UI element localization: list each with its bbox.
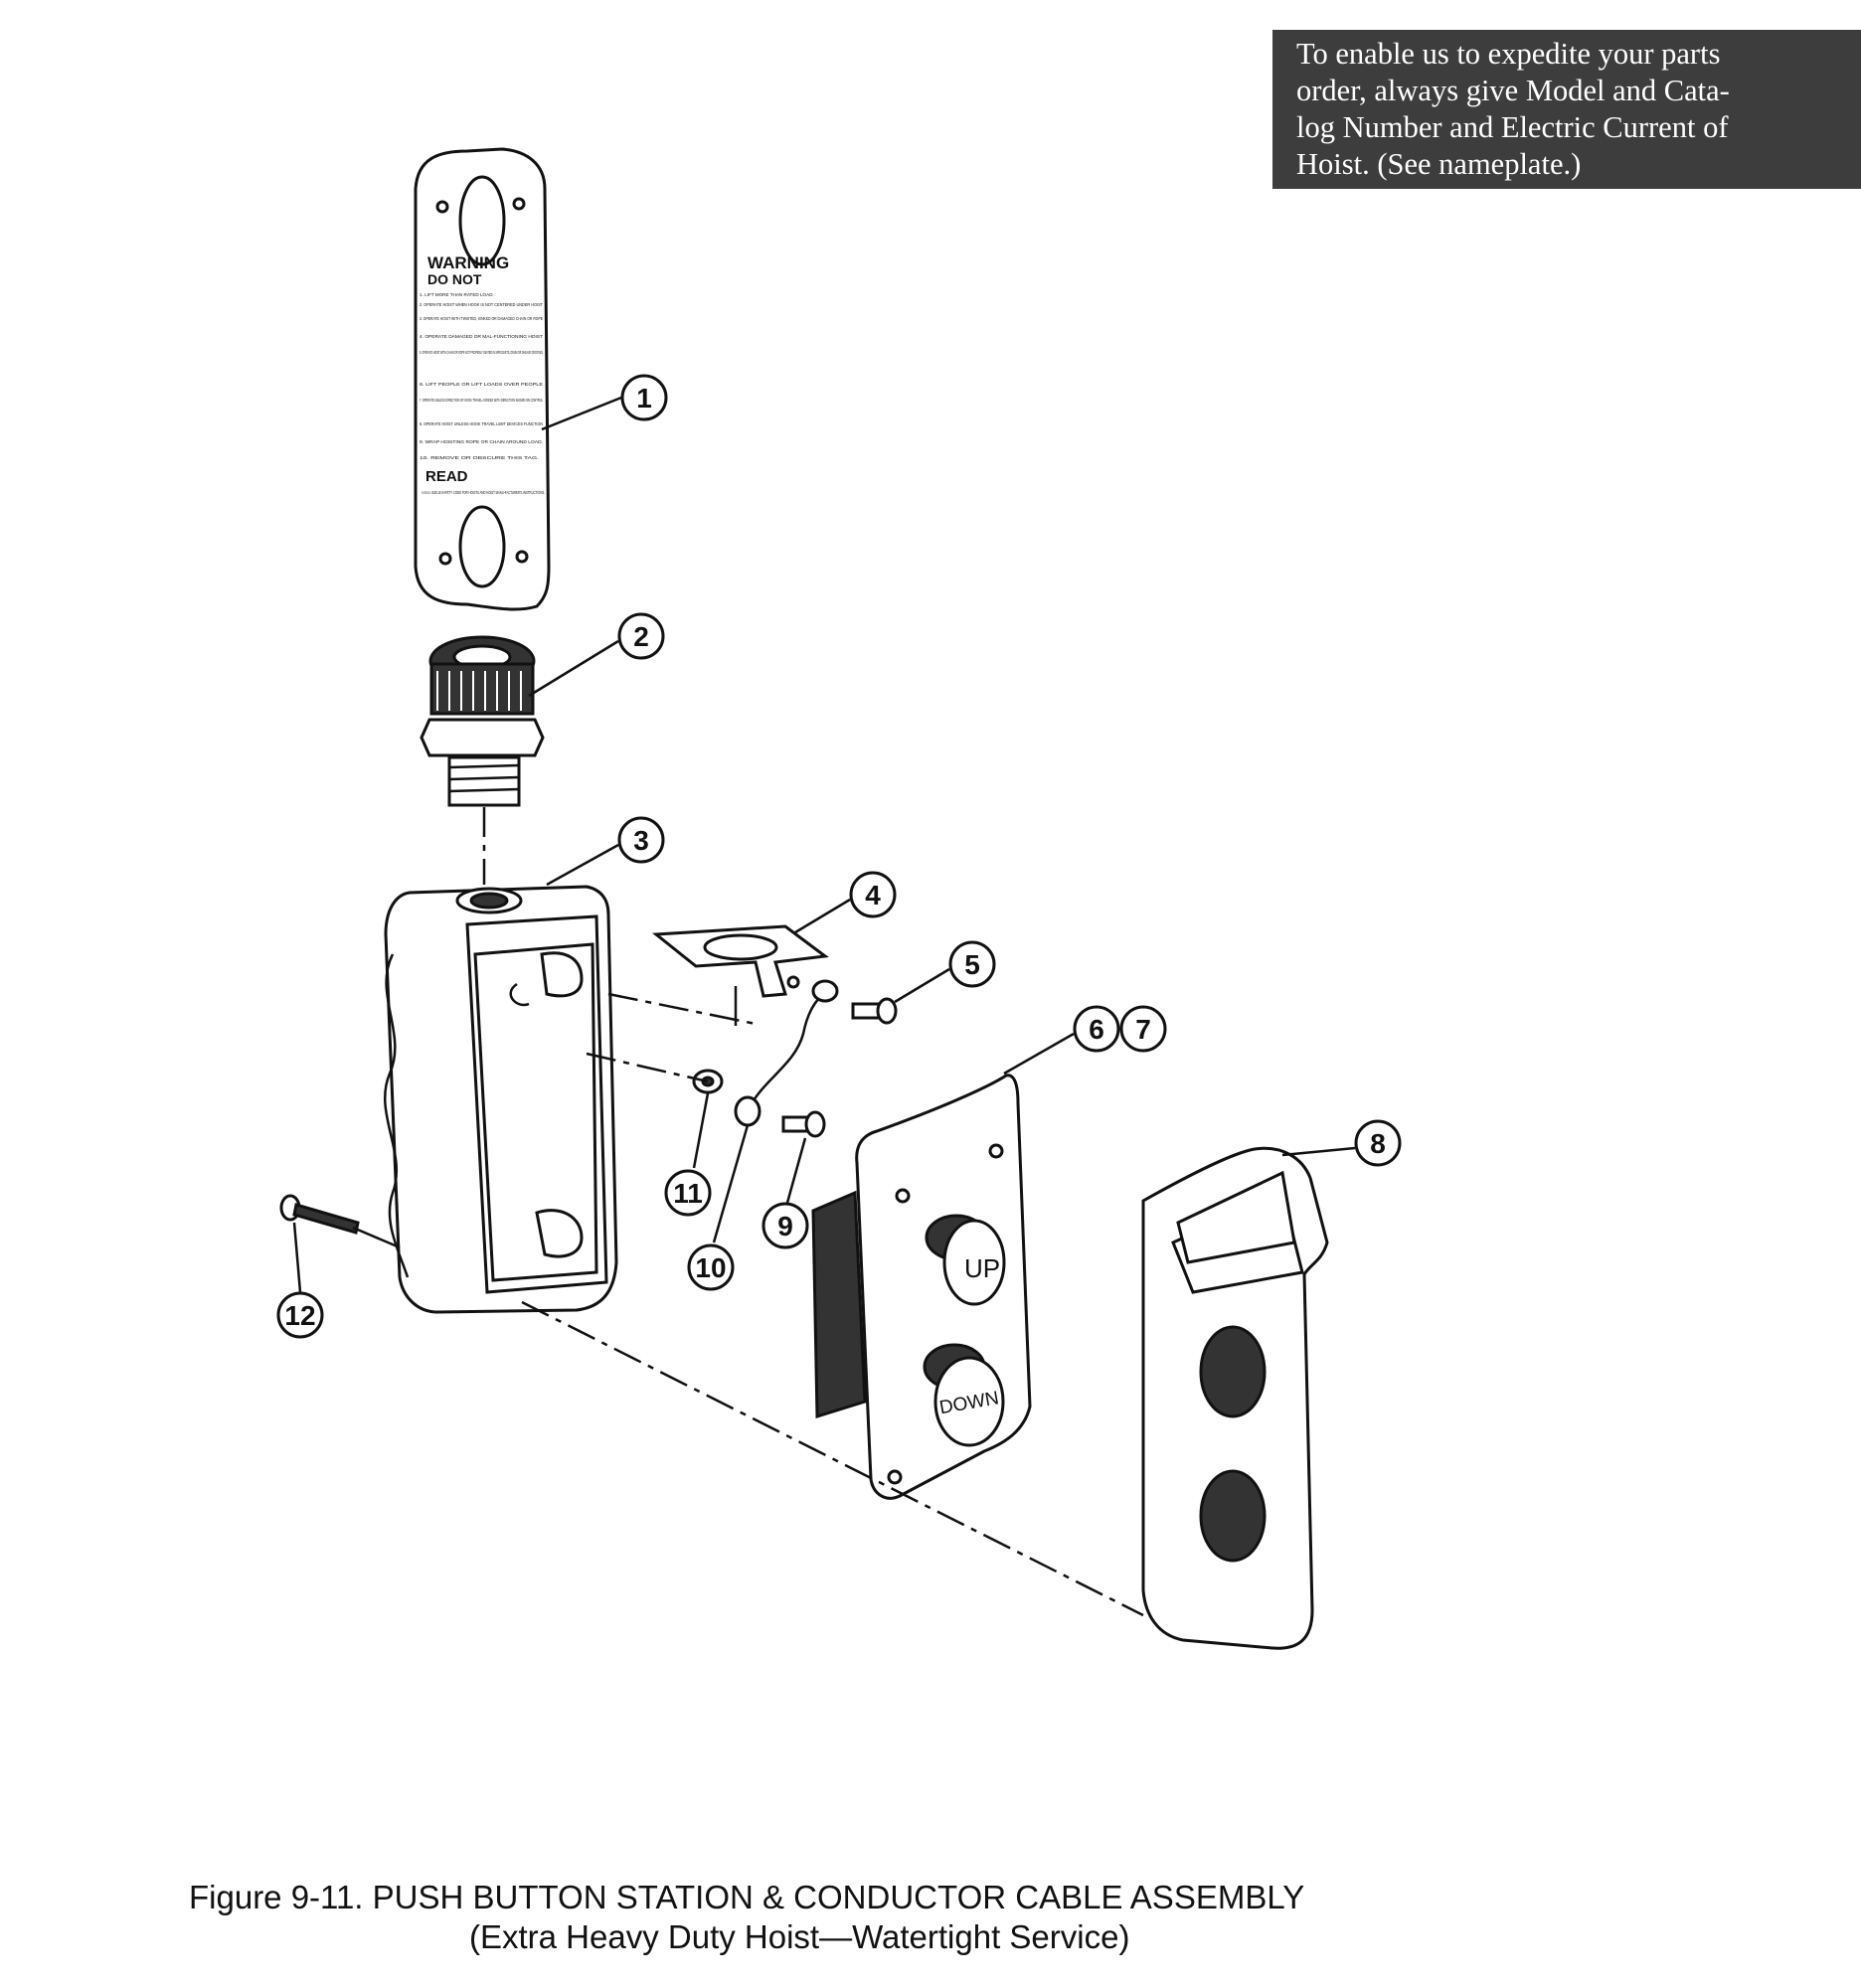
down-button: DOWN	[923, 1343, 1005, 1447]
callout-9: 9	[761, 1137, 809, 1249]
svg-text:11: 11	[673, 1178, 703, 1209]
tag-item: 6. LIFT PEOPLE OR LIFT LOADS OVER PEOPLE	[420, 382, 543, 387]
callout-1: 1	[541, 374, 668, 431]
svg-text:1: 1	[636, 383, 652, 414]
up-button: UP	[925, 1214, 1006, 1306]
svg-text:12: 12	[284, 1300, 315, 1331]
tag-item: 7. OPERATE UNLESS DIRECTION OF HOOK TRAV…	[420, 398, 543, 403]
parts-order-notice: To enable us to expedite your parts orde…	[1272, 30, 1861, 189]
ground-wire	[734, 979, 839, 1127]
callout-10: 10	[687, 1124, 750, 1291]
tag-heading: WARNING	[427, 253, 509, 272]
tag-item: 4. OPERATE DAMAGED OR MAL-FUNCTIONING HO…	[420, 334, 543, 339]
cable-gland	[420, 635, 545, 807]
svg-text:10: 10	[695, 1252, 726, 1283]
enclosure-housing	[384, 885, 618, 1314]
notice-line: Hoist. (See nameplate.)	[1296, 147, 1582, 181]
callout-7: 7	[1119, 1005, 1167, 1053]
tag-read-text: A.N.S.I. B30.16 SAFETY CODE FOR HOISTS A…	[422, 490, 545, 495]
notice-line: log Number and Electric Current of	[1296, 110, 1729, 144]
svg-text:9: 9	[777, 1211, 793, 1242]
callout-6: 6	[1003, 1005, 1120, 1076]
svg-text:7: 7	[1135, 1014, 1151, 1045]
callout-3: 3	[546, 816, 665, 887]
callout-4: 4	[794, 871, 897, 934]
alignment-line	[521, 1300, 1144, 1617]
svg-text:2: 2	[633, 621, 649, 652]
tag-item: 8. OPERATE HOIST UNLESS HOOK TRAVEL LIMI…	[420, 421, 543, 426]
notice-line: To enable us to expedite your parts	[1296, 37, 1721, 71]
tag-item: 9. WRAP HOISTING ROPE OR CHAIN AROUND LO…	[420, 439, 543, 444]
svg-text:6: 6	[1089, 1014, 1104, 1045]
rubber-boot	[1141, 1146, 1329, 1650]
long-screw	[279, 1194, 360, 1235]
tag-item: 1. LIFT MORE THAN RATED LOAD.	[420, 292, 494, 297]
screw	[781, 1110, 826, 1138]
figure-caption: Figure 9-11. PUSH BUTTON STATION & CONDU…	[189, 1879, 1581, 1956]
alignment-line	[607, 992, 757, 1026]
mounting-bracket	[652, 924, 829, 1026]
warning-tag: WARNING DO NOT 1. LIFT MORE THAN RATED L…	[414, 147, 551, 611]
up-label: UP	[964, 1253, 1000, 1283]
alignment-line	[586, 1052, 709, 1083]
callout-2: 2	[528, 612, 665, 698]
tag-item: 2. OPERATE HOIST WHEN HOOK IS NOT CENTER…	[420, 302, 543, 307]
tag-item: 5. OPERATE HOIST WITH CHAIN OR ROPE NOT …	[420, 350, 543, 355]
caption-title: Figure 9-11. PUSH BUTTON STATION & CONDU…	[189, 1879, 1305, 1915]
callout-8: 8	[1281, 1119, 1402, 1167]
screw	[851, 997, 898, 1025]
svg-text:8: 8	[1370, 1128, 1386, 1159]
exploded-parts-diagram: WARNING DO NOT 1. LIFT MORE THAN RATED L…	[276, 147, 1402, 1650]
callout-5: 5	[894, 940, 996, 1004]
caption-subtitle: (Extra Heavy Duty Hoist—Watertight Servi…	[469, 1918, 1130, 1955]
tag-slot-bottom	[458, 505, 506, 588]
tag-subheading: DO NOT	[427, 271, 482, 287]
tag-slot-top	[458, 175, 506, 266]
switch-plate: UP DOWN	[811, 1074, 1032, 1500]
svg-text:3: 3	[633, 825, 649, 856]
tag-item: 10. REMOVE OR OBSCURE THIS TAG.	[420, 455, 539, 460]
callout-12: 12	[276, 1222, 324, 1339]
callout-11: 11	[664, 1092, 712, 1217]
svg-text:5: 5	[964, 949, 980, 980]
tag-item: 3. OPERATE HOIST WITH TWISTED, KINKED OR…	[420, 316, 543, 321]
tag-read-heading: READ	[425, 468, 468, 485]
svg-text:4: 4	[865, 880, 881, 911]
notice-line: order, always give Model and Cata-	[1296, 74, 1730, 107]
